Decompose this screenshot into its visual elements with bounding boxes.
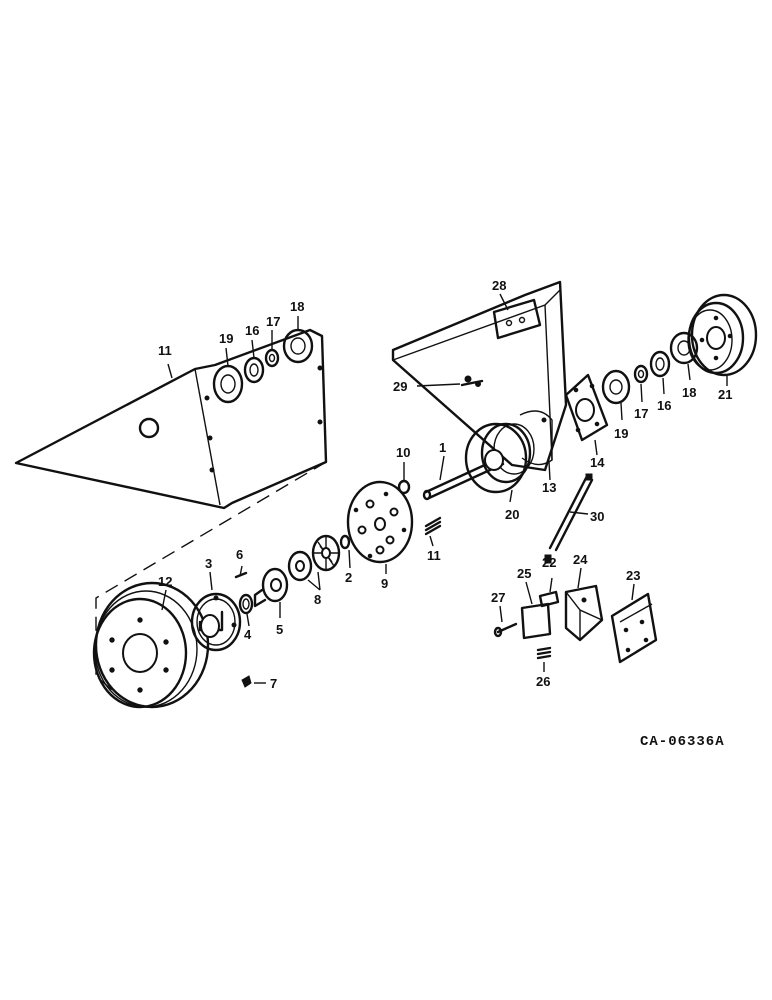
- part-10-nut: [397, 479, 411, 495]
- label-part-26: 26: [536, 674, 550, 689]
- part-4-washer: [238, 593, 254, 615]
- label-part-18-right: 18: [682, 385, 696, 400]
- label-part-3: 3: [205, 556, 212, 571]
- part-25-plate: [520, 602, 552, 640]
- label-part-8: 8: [314, 592, 321, 607]
- part-6-pin: [234, 571, 248, 579]
- part-16-bearing-right: [649, 350, 671, 378]
- label-part-23: 23: [626, 568, 640, 583]
- part-2-snap-ring: [339, 534, 351, 550]
- label-part-24: 24: [573, 552, 588, 567]
- label-part-18-left: 18: [290, 299, 304, 314]
- label-part-13: 11: [158, 343, 172, 358]
- part-23-bracket: [610, 592, 658, 664]
- label-part-19-left: 19: [219, 331, 233, 346]
- label-part-19-right: 19: [614, 426, 628, 441]
- part-11-spring: [424, 516, 442, 536]
- label-part-14: 13: [542, 480, 556, 495]
- part-5-hub: [253, 567, 289, 608]
- label-part-16-left: 16: [245, 323, 259, 338]
- label-part-16-right: 16: [657, 398, 671, 413]
- leader-lines: [161, 293, 728, 684]
- part-labels: 11 19 16 17 18 28 29 1 10 20 13 14 19 17…: [158, 278, 732, 691]
- label-part-28: 28: [492, 278, 506, 293]
- part-28-plate: [492, 298, 542, 340]
- part-9-disc: [346, 480, 414, 564]
- label-part-7: 7: [270, 676, 277, 691]
- label-part-17-left: 17: [266, 314, 280, 329]
- part-12-pulley: [92, 581, 210, 709]
- part-30-rod: [548, 473, 594, 552]
- part-14-support: [391, 280, 568, 472]
- label-part-5: 5: [276, 622, 283, 637]
- label-part-11: 11: [427, 548, 441, 563]
- diagram-code: CA-06336A: [640, 734, 725, 750]
- label-part-4: 4: [244, 627, 252, 642]
- label-part-9: 9: [381, 576, 388, 591]
- part-20-pulley: [464, 422, 535, 494]
- label-part-21: 21: [718, 387, 732, 402]
- label-part-29: 29: [393, 379, 407, 394]
- part-24-bracket: [564, 584, 604, 642]
- part-27-bolt: [493, 622, 518, 638]
- part-3-flange-hub: [190, 592, 242, 652]
- part-21-pulley: [687, 293, 758, 377]
- part-8-clutch-plates: [287, 534, 341, 582]
- label-part-10: 10: [396, 445, 410, 460]
- label-part-22: 22: [542, 555, 556, 570]
- label-part-6: 6: [236, 547, 243, 562]
- label-part-2: 2: [345, 570, 352, 585]
- part-15-plate: [564, 373, 609, 442]
- label-part-12: 12: [158, 574, 172, 589]
- part-17-collar-left: [264, 348, 280, 368]
- label-part-25: 25: [517, 566, 531, 581]
- part-16-bearing-left: [243, 356, 265, 384]
- label-part-17-right: 17: [634, 406, 648, 421]
- label-part-15: 14: [590, 455, 605, 470]
- part-7-key: [241, 675, 252, 688]
- part-13-shield: [14, 328, 328, 510]
- part-17-collar-right: [633, 364, 649, 384]
- label-part-27: 27: [491, 590, 505, 605]
- label-part-20: 20: [505, 507, 519, 522]
- part-26-spring: [536, 646, 552, 660]
- part-19-flangette-left: [212, 364, 244, 404]
- label-part-30: 30: [590, 509, 604, 524]
- part-22-block: [538, 554, 560, 608]
- part-29-bolt: [460, 375, 484, 387]
- label-part-1: 1: [439, 440, 446, 455]
- part-19-flangette-right: [601, 369, 631, 405]
